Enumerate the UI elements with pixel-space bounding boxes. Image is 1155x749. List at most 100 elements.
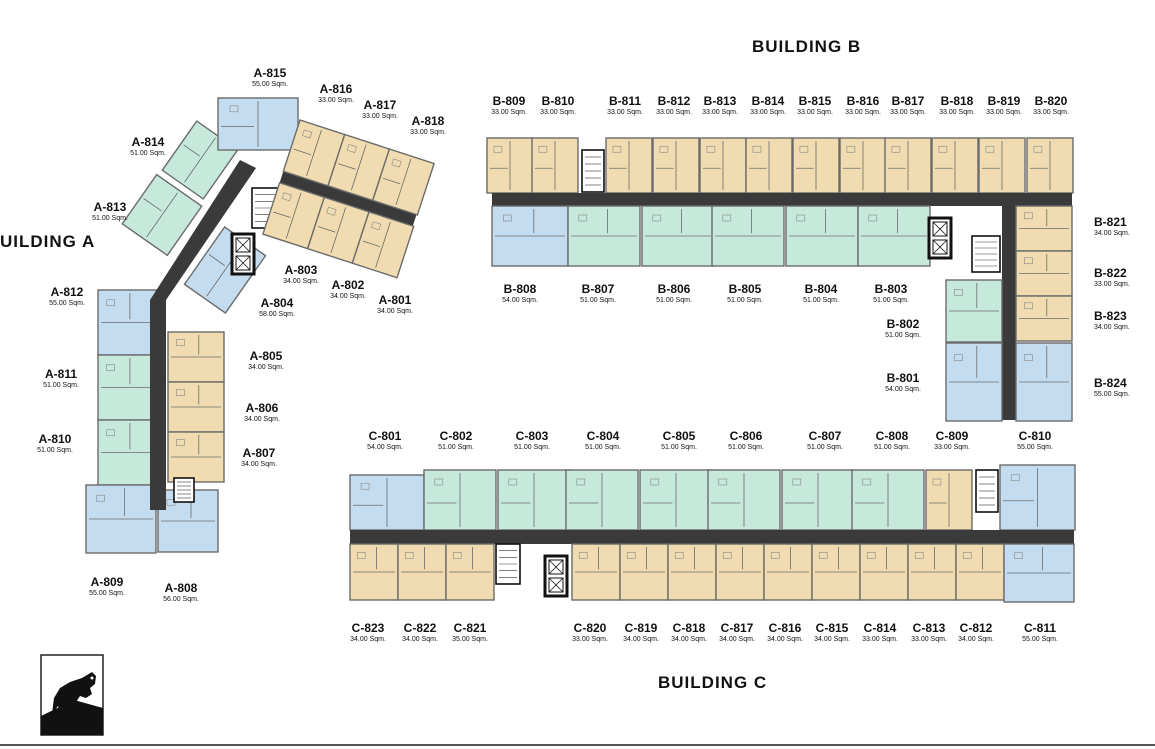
unit-area: 55.00 Sqm. — [252, 81, 288, 88]
unit-id: B-813 — [703, 94, 737, 108]
unit-b811 — [605, 137, 653, 194]
unit-id: A-814 — [131, 135, 165, 149]
unit-area: 33.00 Sqm. — [862, 636, 898, 643]
unit-area: 33.00 Sqm. — [934, 444, 970, 451]
building-b-floor-plan — [486, 137, 1074, 422]
unit-id: C-818 — [672, 621, 706, 635]
unit-id: B-823 — [1094, 309, 1127, 323]
fixture — [612, 145, 622, 153]
unit-id: B-816 — [846, 94, 880, 108]
unit-area: 51.00 Sqm. — [92, 215, 128, 222]
unit-b803 — [857, 205, 931, 267]
unit-a811 — [97, 354, 157, 421]
unit-a808 — [157, 489, 219, 553]
fixture — [792, 478, 802, 486]
unit-id: C-814 — [863, 621, 897, 635]
building-a-east-wing — [262, 119, 435, 279]
unit-area: 34.00 Sqm. — [248, 364, 284, 371]
unit-area: 33.00 Sqm. — [1033, 109, 1069, 116]
stair-core — [975, 469, 999, 513]
elevator-core — [927, 216, 953, 260]
unit-area: 33.00 Sqm. — [656, 109, 692, 116]
unit-area: 55.00 Sqm. — [1022, 636, 1058, 643]
elevator-car — [932, 239, 948, 255]
unit-area: 51.00 Sqm. — [580, 297, 616, 304]
unit-area: 33.00 Sqm. — [572, 636, 608, 643]
fixture — [652, 214, 662, 222]
room-partition — [375, 221, 391, 268]
unit-b808 — [491, 205, 569, 267]
unit-area: 51.00 Sqm. — [727, 297, 763, 304]
unit-c806 — [707, 469, 781, 531]
fixture — [722, 214, 732, 222]
unit-b820 — [1026, 137, 1074, 194]
unit-b818 — [931, 137, 979, 194]
